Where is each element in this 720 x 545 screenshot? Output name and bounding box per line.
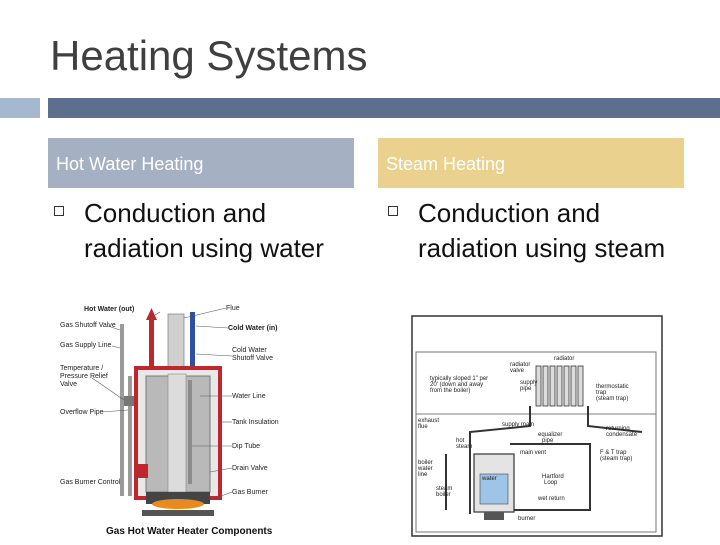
label-steam-boiler-2: boiler — [436, 492, 451, 498]
column-heading-hot-water: Hot Water Heating — [48, 138, 354, 188]
label-cold-in: Cold Water (in) — [228, 325, 278, 332]
label-relief-1: Temperature / — [60, 365, 103, 372]
label-sloped-2: 20' (down and away — [430, 382, 483, 388]
label-overflow: Overflow Pipe — [60, 409, 104, 416]
accent-bar-dark — [48, 98, 720, 118]
label-cold-shutoff-2: Shutoff Valve — [232, 355, 273, 362]
label-water-line-3: line — [418, 472, 428, 478]
label-water-line: Water Line — [232, 393, 266, 400]
label-sloped-1: typically sloped 1" per — [430, 376, 488, 382]
label-cold-shutoff-1: Cold Water — [232, 347, 267, 354]
label-drain-valve: Drain Valve — [232, 465, 268, 472]
hot-water-heater-diagram: Hot Water (out) Flue Cold Water (in) Gas… — [50, 296, 360, 540]
label-radiator-valve-1: radiator — [510, 362, 530, 368]
label-supply-main: supply main — [502, 422, 534, 428]
label-steam-boiler-1: steam — [436, 486, 452, 492]
label-exhaust-2: flue — [418, 424, 428, 430]
label-supply-pipe-1: supply — [520, 380, 537, 386]
label-gas-supply: Gas Supply Line — [60, 342, 111, 349]
label-returning-2: condensate — [606, 432, 638, 438]
label-exhaust-1: exhaust — [418, 418, 439, 424]
label-water-line-2: water — [417, 466, 433, 472]
label-hartford-2: Loop — [544, 480, 558, 486]
bullet-square-icon — [54, 206, 64, 216]
column-heading-steam: Steam Heating — [378, 138, 684, 188]
bullet-hot-water: Conduction and radiation using water — [54, 196, 354, 276]
label-equalizer-2: pipe — [542, 438, 554, 444]
label-radiator: radiator — [554, 356, 574, 362]
label-sloped-3: from the boiler) — [430, 388, 470, 394]
label-returning-1: returning — [606, 426, 630, 432]
steam-heating-diagram: radiator radiator valve typically sloped… — [410, 314, 668, 540]
label-main-vent: main vent — [520, 450, 546, 456]
label-hartford-1: Hartford — [542, 474, 564, 480]
label-dip-tube: Dip Tube — [232, 443, 260, 450]
accent-bar-light — [0, 98, 40, 118]
label-ft-trap-1: F & T trap — [600, 450, 627, 456]
label-ft-trap-2: (steam trap) — [600, 456, 632, 462]
label-equalizer-1: equalizer — [538, 432, 562, 438]
label-hot-steam-2: steam — [456, 444, 472, 450]
bullet-text: Conduction and radiation using water — [84, 198, 324, 263]
bullet-steam: Conduction and radiation using steam — [388, 196, 688, 306]
label-hot-out: Hot Water (out) — [84, 306, 134, 313]
figure-caption: Gas Hot Water Heater Components — [106, 526, 273, 537]
label-relief-2: Pressure Relief — [60, 373, 108, 380]
label-water: water — [481, 476, 497, 482]
label-radiator-valve-2: valve — [510, 368, 525, 374]
label-thermo-trap-1: thermostatic — [596, 384, 629, 390]
label-gas-shutoff: Gas Shutoff Valve — [60, 322, 116, 329]
label-gas-burner: Gas Burner — [232, 489, 268, 496]
label-wet-return: wet return — [537, 496, 565, 502]
label-relief-3: Valve — [60, 381, 77, 388]
label-tank-insulation: Tank Insulation — [232, 419, 279, 426]
label-water-line-1: boiler — [418, 460, 433, 466]
slide-title: Heating Systems — [50, 32, 368, 79]
bullet-text: Conduction and radiation using steam — [418, 198, 666, 263]
label-thermo-trap-3: (steam trap) — [596, 396, 628, 402]
label-burner-control: Gas Burner Control — [60, 479, 121, 486]
label-supply-pipe-2: pipe — [520, 386, 532, 392]
bullet-square-icon — [388, 206, 398, 216]
label-hot-steam-1: hot — [456, 438, 465, 444]
label-flue: Flue — [226, 305, 240, 312]
label-burner: burner — [518, 516, 535, 522]
label-thermo-trap-2: trap — [596, 390, 607, 396]
